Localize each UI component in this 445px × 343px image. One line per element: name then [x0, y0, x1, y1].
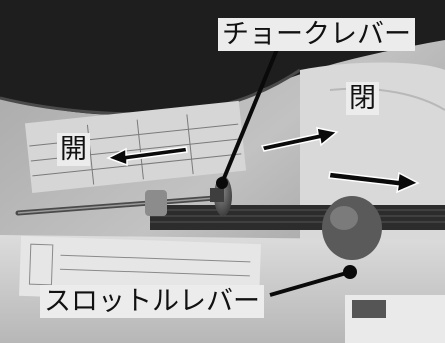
caution-sticker — [24, 100, 247, 193]
choke-leader-dot — [216, 177, 228, 189]
throttle-leader-line — [269, 270, 351, 297]
throttle-lever-label: スロットルレバー — [40, 285, 264, 319]
ribbed-band — [150, 205, 445, 230]
close-label: 閉 — [346, 82, 379, 116]
arrow-close-right-upper — [260, 127, 339, 152]
open-label: 開 — [57, 133, 90, 167]
choke-lever-label: チョークレバー — [218, 18, 415, 52]
choke-leader-line — [220, 41, 282, 184]
rod-bracket — [145, 190, 167, 216]
arrow-open-left — [106, 146, 188, 167]
arrow-close-right-lower — [328, 171, 420, 194]
throttle-knob — [322, 196, 382, 260]
throttle-leader-dot — [343, 265, 357, 279]
